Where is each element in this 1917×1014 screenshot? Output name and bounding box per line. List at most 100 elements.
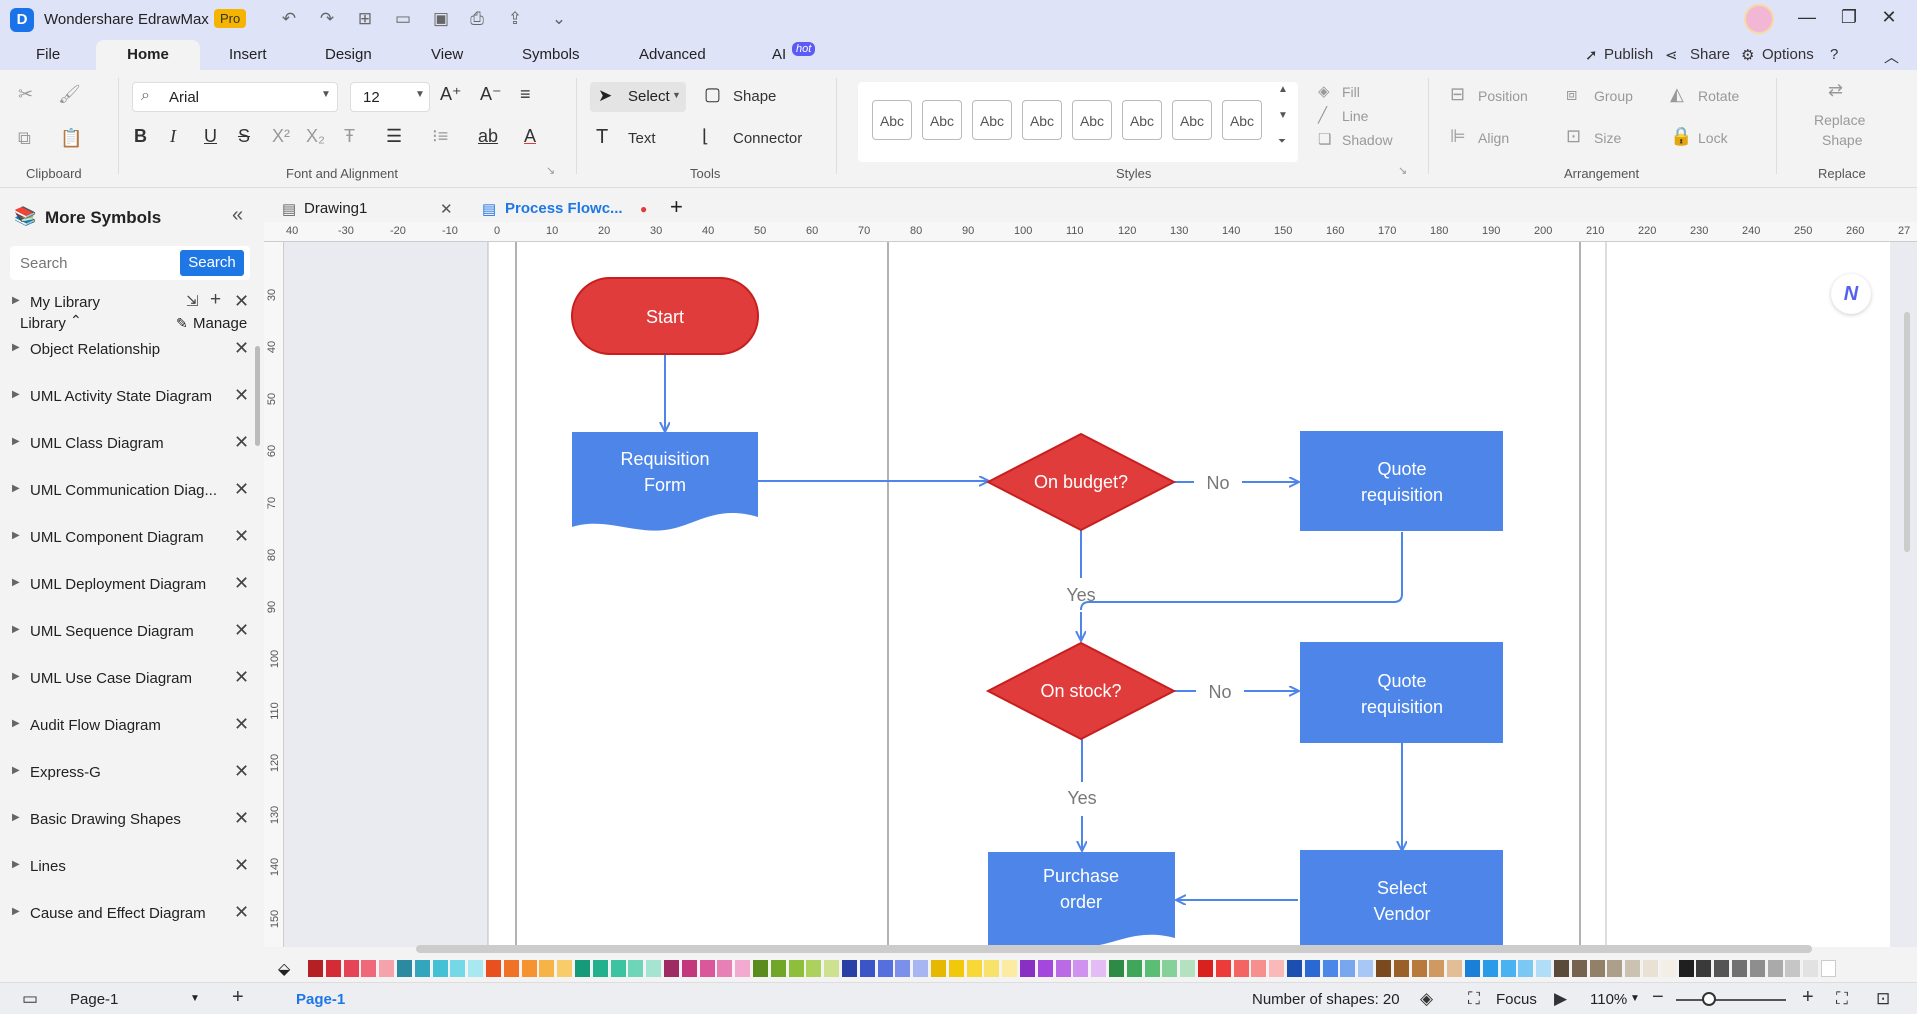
color-swatch[interactable] (1144, 960, 1160, 977)
style-preset-8[interactable]: Abc (1222, 100, 1262, 140)
zoom-slider[interactable] (1676, 999, 1786, 1001)
new-file-icon[interactable]: ⊞ (357, 9, 373, 28)
color-swatch[interactable] (842, 960, 857, 977)
pro-badge[interactable]: Pro (214, 9, 247, 28)
color-swatch[interactable] (1767, 960, 1783, 977)
canvas-horizontal-scrollbar[interactable] (416, 945, 1812, 953)
color-swatch[interactable] (1304, 960, 1320, 977)
collapse-sidebar-icon[interactable]: « (232, 204, 244, 226)
color-swatch[interactable] (913, 960, 929, 977)
shadow-icon[interactable]: ❏ (1318, 131, 1332, 148)
color-swatch[interactable] (1091, 960, 1107, 977)
group-button[interactable]: Group (1594, 88, 1633, 104)
align-icon[interactable]: ≡ (520, 84, 531, 104)
color-swatch[interactable] (1180, 960, 1196, 977)
format-painter-icon[interactable]: 🖌 (58, 84, 81, 104)
select-tool-button[interactable]: ➤ Select ▼ (590, 82, 686, 112)
color-swatch[interactable] (1803, 960, 1819, 977)
library-item[interactable]: ▶Basic Drawing Shapes✕ (0, 802, 262, 838)
chevron-up-icon[interactable]: ⌃ (70, 312, 82, 328)
tab-view[interactable]: View (431, 46, 464, 63)
library-item[interactable]: ▶UML Sequence Diagram✕ (0, 614, 262, 650)
expand-arrow-icon[interactable]: ▶ (12, 624, 20, 635)
color-swatch[interactable] (770, 960, 786, 977)
lock-button[interactable]: Lock (1698, 130, 1728, 146)
close-icon[interactable]: ✕ (234, 432, 250, 452)
sidebar-scrollbar[interactable] (255, 346, 260, 446)
close-icon[interactable]: ✕ (234, 761, 250, 781)
color-swatch[interactable] (1660, 960, 1676, 977)
color-swatch[interactable] (1607, 960, 1623, 977)
library-item[interactable]: ▶UML Communication Diag...✕ (0, 473, 262, 509)
expand-arrow-icon[interactable]: ▶ (12, 671, 20, 682)
color-swatch[interactable] (1340, 960, 1356, 977)
fit-page-icon[interactable]: ⛶ (1836, 989, 1848, 1008)
fullscreen-icon[interactable]: ⊡ (1876, 989, 1891, 1008)
cut-icon[interactable]: ✂ (18, 84, 34, 104)
size-button[interactable]: Size (1594, 130, 1622, 146)
color-swatch[interactable] (414, 960, 430, 977)
color-swatch[interactable] (1162, 960, 1178, 977)
color-swatch[interactable] (1411, 960, 1427, 977)
sidebar-title[interactable]: More Symbols (45, 208, 162, 227)
close-icon[interactable]: ✕ (234, 479, 250, 499)
bullets-icon[interactable]: ⁝≡ (432, 126, 449, 146)
color-swatch[interactable] (1518, 960, 1534, 977)
font-family-select[interactable]: ⌕ Arial ▼ (132, 82, 338, 112)
color-swatch[interactable] (931, 960, 946, 977)
tab-file[interactable]: File (36, 46, 61, 63)
color-swatch[interactable] (1447, 960, 1463, 977)
close-icon[interactable]: ✕ (234, 667, 250, 687)
expand-arrow-icon[interactable]: ▶ (12, 389, 20, 400)
close-icon[interactable]: ✕ (234, 385, 250, 405)
color-swatch[interactable] (1393, 960, 1409, 977)
tab-home[interactable]: Home (96, 40, 200, 70)
font-color-icon[interactable]: A (524, 126, 537, 146)
focus-icon[interactable]: ⛶ (1468, 989, 1480, 1008)
page-tab-1[interactable]: Page-1 (296, 991, 346, 1008)
shape-tool-button[interactable]: Shape (733, 88, 777, 105)
help-icon[interactable]: ? (1830, 46, 1839, 63)
color-swatch[interactable] (966, 960, 982, 977)
color-swatch[interactable] (1732, 960, 1747, 977)
color-swatch[interactable] (681, 960, 697, 977)
position-button[interactable]: Position (1478, 88, 1528, 104)
expand-gallery-icon[interactable]: ⏷ (1278, 136, 1286, 147)
expand-arrow-icon[interactable]: ▶ (12, 765, 20, 776)
scroll-down-icon[interactable]: ▼ (1278, 110, 1288, 121)
connector-icon[interactable]: ⌊ (702, 126, 710, 146)
color-swatch[interactable] (1625, 960, 1641, 977)
zoom-slider-handle[interactable] (1702, 992, 1716, 1006)
expand-arrow-icon[interactable]: ▶ (12, 859, 20, 870)
layers-icon[interactable]: ◈ (1420, 989, 1434, 1008)
add-tab-icon[interactable]: + (670, 194, 683, 219)
tab-insert[interactable]: Insert (229, 46, 267, 63)
line-button[interactable]: Line (1342, 108, 1369, 124)
fill-bucket-icon[interactable]: ⬙ (278, 961, 291, 978)
color-swatch[interactable] (1678, 960, 1694, 977)
color-swatch[interactable] (735, 960, 751, 977)
expand-arrow-icon[interactable]: ▶ (12, 718, 20, 729)
align-objects-icon[interactable]: ⊫ (1450, 126, 1466, 146)
replace-shape-icon[interactable]: ⇄ (1828, 80, 1844, 100)
open-folder-icon[interactable]: ▭ (394, 9, 412, 28)
search-button[interactable]: Search (180, 250, 244, 276)
share-button[interactable]: Share (1690, 46, 1731, 63)
close-window-icon[interactable]: ✕ (1881, 7, 1897, 27)
color-swatch[interactable] (503, 960, 519, 977)
style-preset-2[interactable]: Abc (922, 100, 962, 140)
library-item[interactable]: ▶Audit Flow Diagram✕ (0, 708, 262, 744)
color-swatch[interactable] (628, 960, 644, 977)
color-swatch[interactable] (1589, 960, 1605, 977)
color-swatch[interactable] (1482, 960, 1498, 977)
tab-ai[interactable]: AI (772, 46, 787, 63)
color-swatch[interactable] (1714, 960, 1730, 977)
color-swatch[interactable] (1233, 960, 1249, 977)
expand-icon[interactable]: ↘ (1398, 165, 1408, 177)
expand-icon[interactable]: ↘ (546, 165, 556, 177)
increase-font-icon[interactable]: A⁺ (440, 84, 462, 104)
color-swatch[interactable] (1020, 960, 1035, 977)
subscript-icon[interactable]: X₂ (306, 126, 325, 146)
tab-process-flowchart[interactable]: Process Flowc... (505, 200, 623, 217)
color-swatch[interactable] (948, 960, 964, 977)
